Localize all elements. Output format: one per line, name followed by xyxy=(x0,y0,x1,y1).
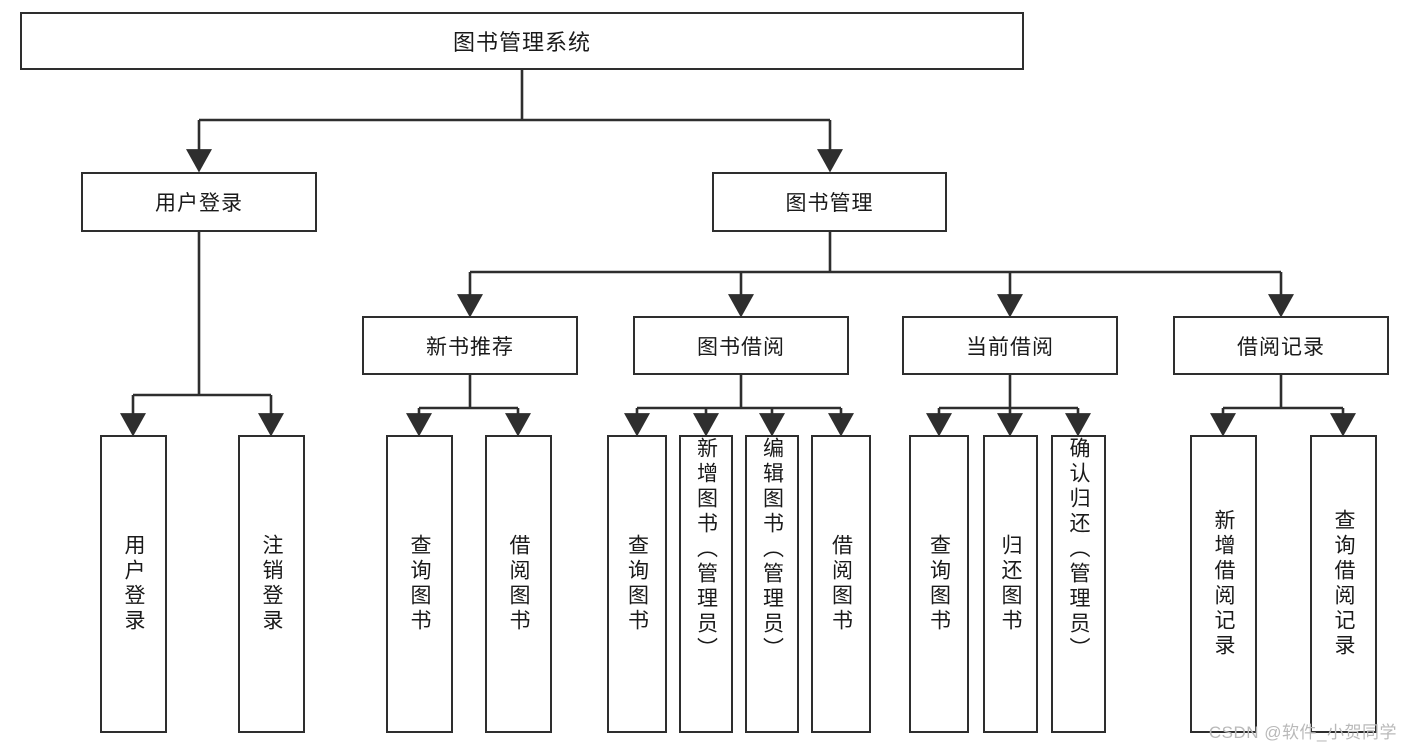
leaf-label: 用户登录 xyxy=(122,534,145,634)
leaf-query-book-recommend[interactable]: 查询图书 xyxy=(386,435,453,733)
leaf-label: 新增借阅记录 xyxy=(1212,509,1235,659)
leaf-label: 查询借阅记录 xyxy=(1332,509,1355,659)
leaf-query-book-current[interactable]: 查询图书 xyxy=(909,435,969,733)
node-borrow-record[interactable]: 借阅记录 xyxy=(1173,316,1389,375)
leaf-borrow-book-recommend[interactable]: 借阅图书 xyxy=(485,435,552,733)
node-label: 当前借阅 xyxy=(966,335,1054,359)
node-label: 新书推荐 xyxy=(426,335,514,359)
node-book-management[interactable]: 图书管理 xyxy=(712,172,947,232)
node-label: 图书借阅 xyxy=(697,335,785,359)
leaf-add-book-admin[interactable]: 新增图书（管理员） xyxy=(679,435,733,733)
leaf-user-login[interactable]: 用户登录 xyxy=(100,435,167,733)
leaf-label: 注销登录 xyxy=(260,534,283,634)
node-user-login[interactable]: 用户登录 xyxy=(81,172,317,232)
leaf-label: 查询图书 xyxy=(927,534,951,634)
leaf-query-book-borrow[interactable]: 查询图书 xyxy=(607,435,667,733)
node-label: 借阅记录 xyxy=(1237,335,1325,359)
node-current-borrow[interactable]: 当前借阅 xyxy=(902,316,1118,375)
leaf-label: 归还图书 xyxy=(999,534,1022,634)
leaf-return-book[interactable]: 归还图书 xyxy=(983,435,1038,733)
node-label: 图书管理系统 xyxy=(452,30,591,55)
leaf-confirm-return-admin[interactable]: 确认归还（管理员） xyxy=(1051,435,1106,733)
leaf-label: 查询图书 xyxy=(625,534,649,634)
leaf-label: 借阅图书 xyxy=(829,534,853,634)
leaf-edit-book-admin[interactable]: 编辑图书（管理员） xyxy=(745,435,799,733)
leaf-label: 借阅图书 xyxy=(507,534,530,634)
watermark: CSDN @软件_小贺同学 xyxy=(1208,723,1397,742)
node-label: 用户登录 xyxy=(155,192,243,215)
leaf-label: 新增图书（管理员） xyxy=(694,437,718,662)
node-root[interactable]: 图书管理系统 xyxy=(20,12,1024,70)
node-new-book-recommend[interactable]: 新书推荐 xyxy=(362,316,578,375)
leaf-label: 编辑图书（管理员） xyxy=(760,437,784,662)
node-label: 图书管理 xyxy=(785,192,874,215)
leaf-add-borrow-record[interactable]: 新增借阅记录 xyxy=(1190,435,1257,733)
leaf-label: 查询图书 xyxy=(408,534,431,634)
leaf-user-logout[interactable]: 注销登录 xyxy=(238,435,305,733)
leaf-label: 确认归还（管理员） xyxy=(1067,437,1090,662)
leaf-query-borrow-record[interactable]: 查询借阅记录 xyxy=(1310,435,1377,733)
node-book-borrow[interactable]: 图书借阅 xyxy=(633,316,849,375)
leaf-borrow-book[interactable]: 借阅图书 xyxy=(811,435,871,733)
